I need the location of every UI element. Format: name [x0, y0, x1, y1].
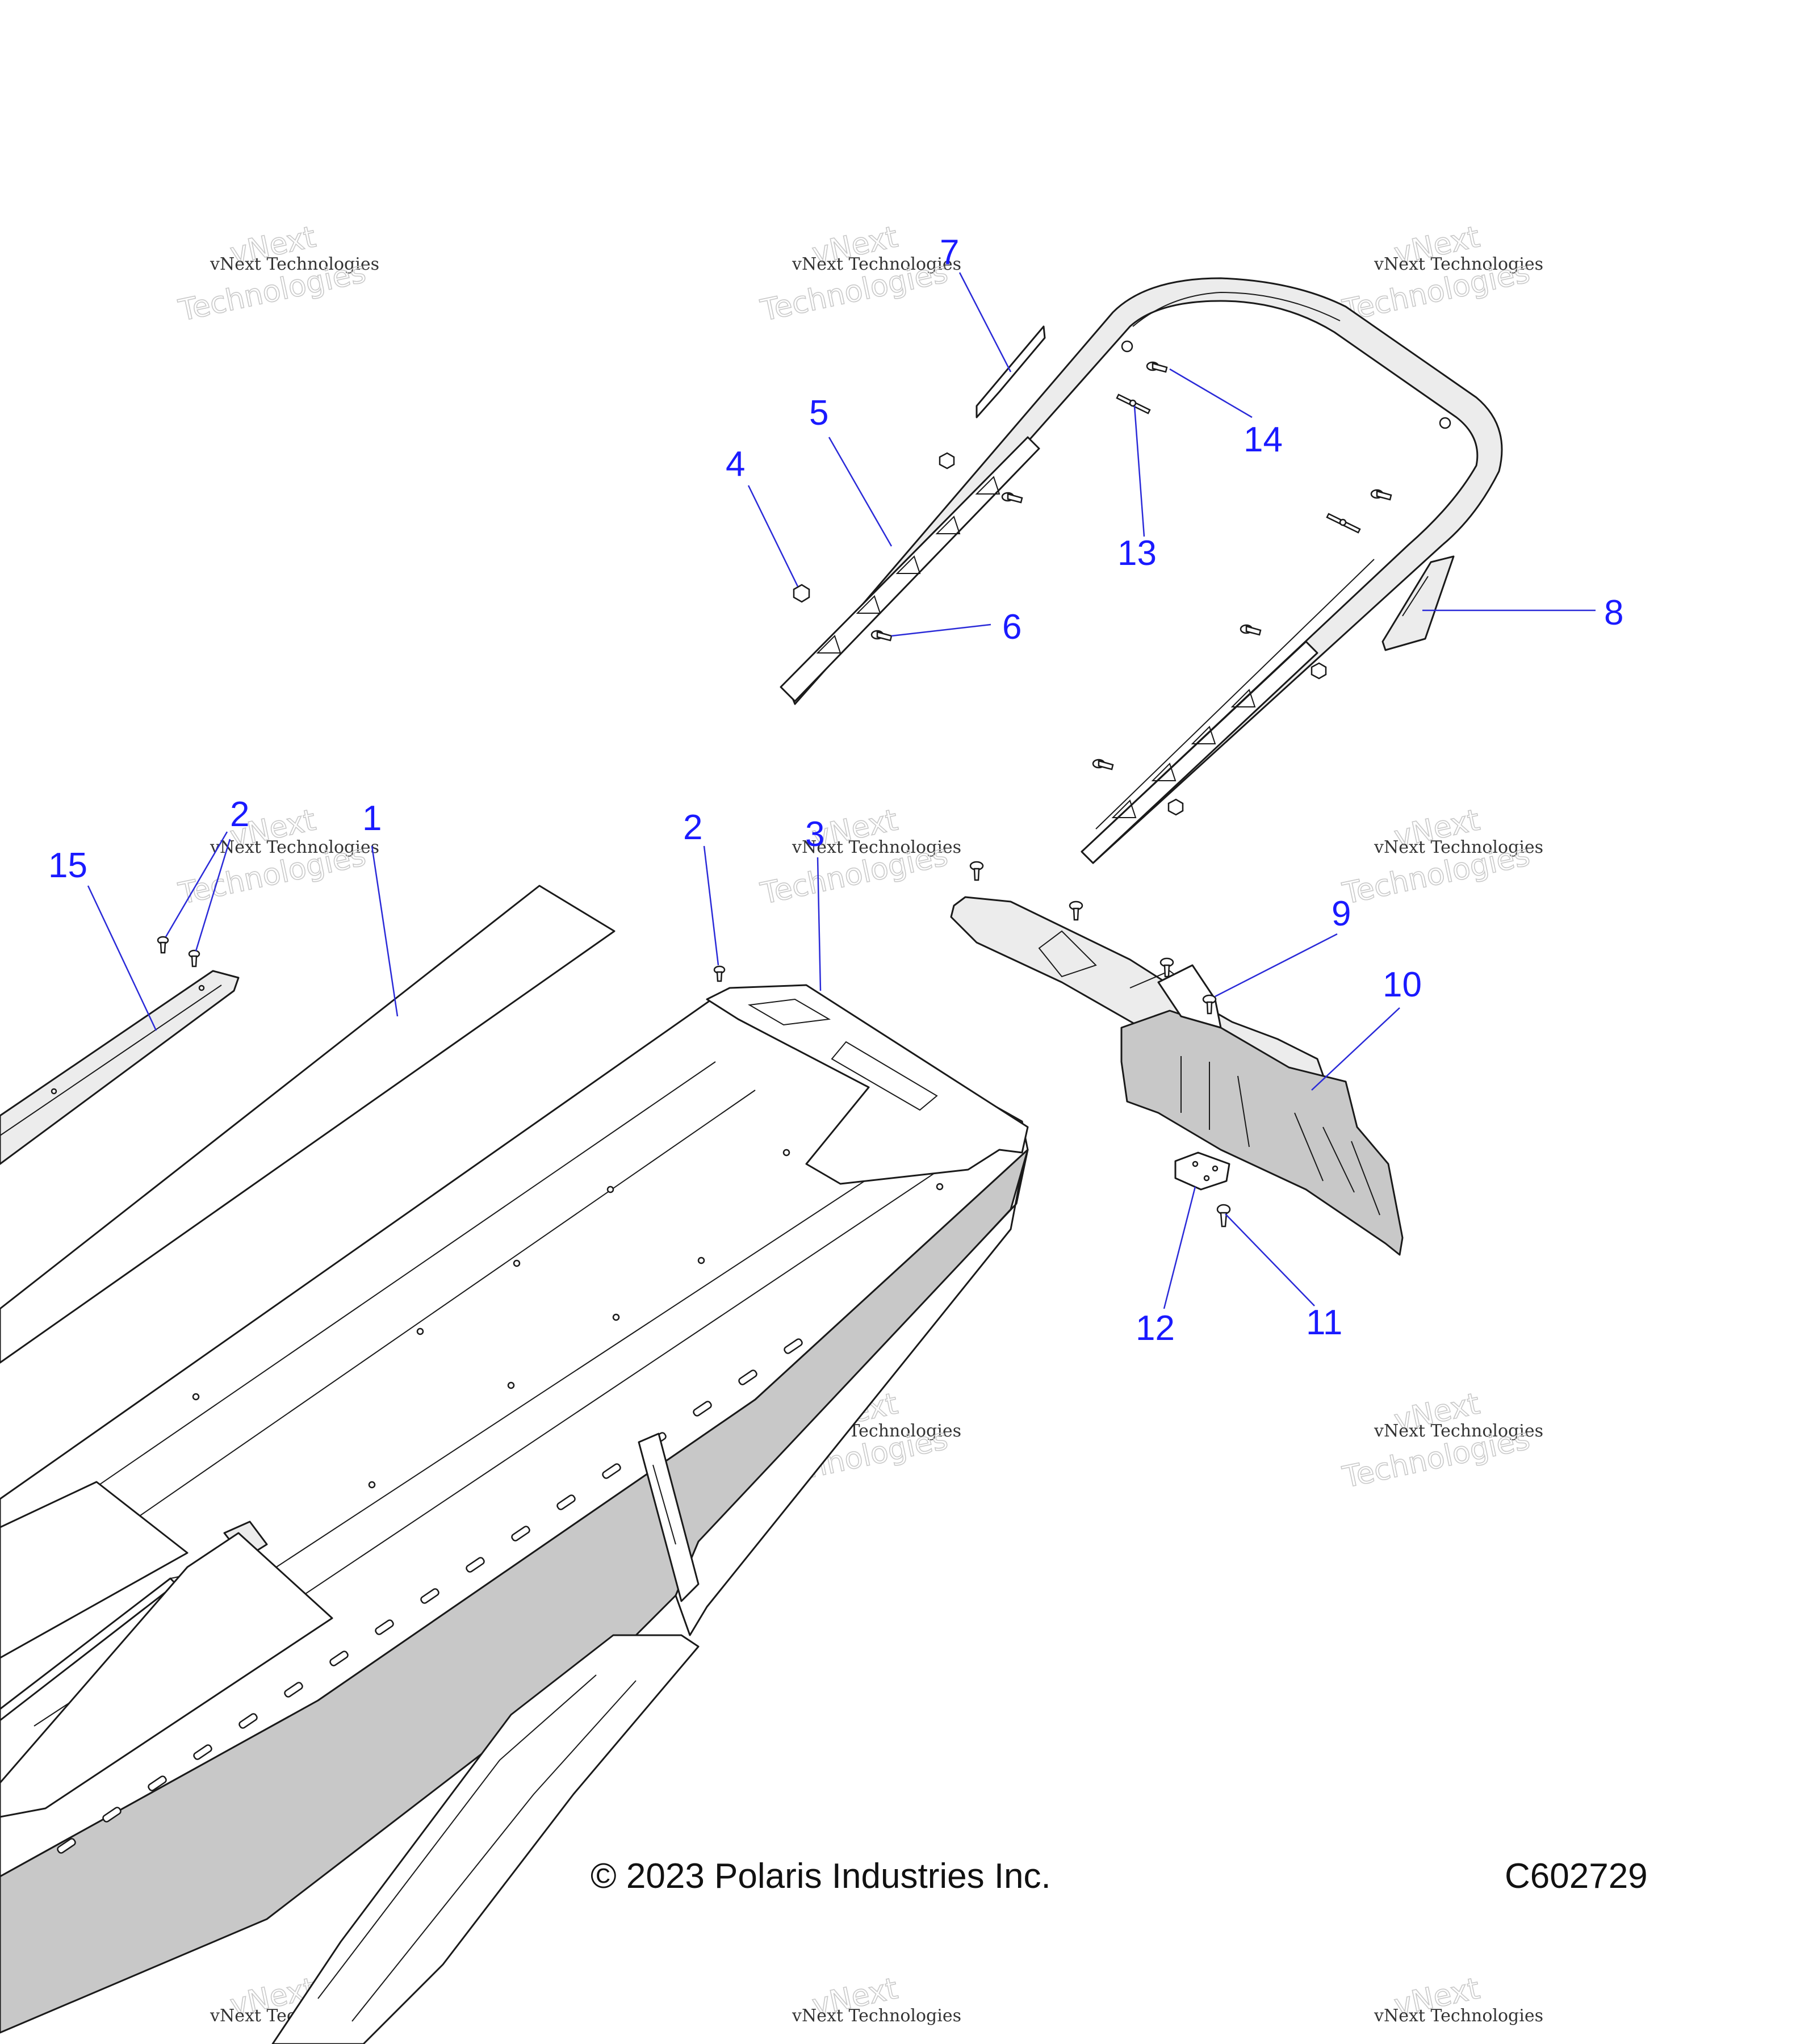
part-2-screw: [157, 936, 169, 954]
callout-6: 6: [1002, 608, 1021, 647]
part-9-screw: [1202, 994, 1217, 1015]
leader-3: [817, 857, 822, 991]
hardware: [157, 361, 1392, 1015]
callout-9: 9: [1332, 894, 1351, 933]
watermark-text: vNext Technologies: [1374, 254, 1543, 274]
leader-5: [828, 437, 893, 547]
leader-9: [1215, 933, 1338, 998]
part-4-nut: [793, 584, 810, 603]
leader-13: [1133, 405, 1145, 537]
tunnel-chassis: [0, 984, 1029, 2044]
watermark-text: vNext Technologies: [792, 2006, 961, 2026]
leader-10: [1311, 1007, 1400, 1091]
rear-grab-handle: [788, 277, 1503, 864]
part-2-screw: [188, 949, 200, 967]
watermark: vNext vNext Technologies: [792, 1971, 961, 2026]
leader-12: [1163, 1186, 1196, 1309]
callout-labels: 1 2 2 3 4 5 6 7 8 9 10 11 12 13 14 15: [48, 233, 1623, 1348]
part-6-screw: [870, 630, 893, 642]
part-2-screw: [713, 965, 726, 982]
watermark: vNext vNext Technologies Technologies: [1339, 1387, 1543, 1496]
part-15-trim-strip: [0, 970, 240, 1165]
leader-15: [87, 885, 157, 1031]
watermark-text: vNext Technologies: [792, 837, 961, 857]
leader-1: [371, 845, 399, 1017]
callout-1: 1: [362, 799, 382, 838]
callout-4: 4: [726, 445, 745, 484]
watermark: vNext vNext Technologies Technologies: [175, 220, 379, 329]
leader-4: [747, 485, 799, 587]
callout-12: 12: [1136, 1309, 1175, 1348]
callout-7: 7: [940, 233, 959, 272]
leader-11: [1225, 1213, 1315, 1306]
callout-5: 5: [809, 393, 828, 433]
callout-2b: 2: [683, 808, 702, 847]
watermark: vNext vNext Technologies: [1374, 1971, 1543, 2026]
part-12-plate: [1174, 1151, 1230, 1191]
watermark-text: vNext Technologies: [1374, 2006, 1543, 2026]
part-5-side-rail-left: [780, 436, 1040, 702]
leader-14: [1169, 368, 1253, 418]
callout-10: 10: [1383, 965, 1422, 1004]
watermark: vNext vNext Technologies Technologies: [757, 803, 961, 912]
callout-14: 14: [1244, 420, 1283, 459]
watermark: vNext vNext Technologies Technologies: [1339, 803, 1543, 912]
watermark-text: vNext Technologies: [792, 254, 961, 274]
callout-8: 8: [1604, 593, 1623, 633]
part-10-snow-flap: [1120, 964, 1404, 1256]
watermark: vNext vNext Technologies Technologies: [1339, 220, 1543, 329]
part-8-decal-right: [1381, 555, 1455, 651]
leader-6: [891, 623, 991, 637]
watermark-text: vNext Technologies: [1374, 837, 1543, 857]
leader-lines: [87, 272, 1596, 1309]
callout-11: 11: [1306, 1303, 1342, 1342]
watermark-text: vNext Technologies: [210, 254, 379, 274]
leader-2c: [703, 845, 719, 966]
leader-2b: [195, 839, 231, 952]
part-1-panel: [0, 885, 616, 1364]
callout-15: 15: [48, 846, 87, 885]
callout-2a: 2: [230, 795, 249, 834]
part-14-screw: [1146, 361, 1168, 373]
diagram-code: C602729: [1505, 1857, 1648, 1896]
part-13-rivet: [1116, 393, 1151, 414]
watermark: vNext vNext Technologies Technologies: [175, 803, 379, 912]
copyright-text: © 2023 Polaris Industries Inc.: [591, 1857, 1051, 1896]
side-rail-right: [1081, 640, 1318, 864]
part-11-screw: [1216, 1204, 1231, 1228]
callout-13: 13: [1117, 534, 1157, 573]
callout-3: 3: [805, 815, 824, 854]
leader-2a: [165, 831, 228, 937]
leader-7: [958, 272, 1012, 372]
watermark: vNext vNext Technologies Technologies: [757, 220, 961, 329]
watermark-text: vNext Technologies: [210, 837, 379, 857]
watermark-text: vNext Technologies: [1374, 1421, 1543, 1441]
